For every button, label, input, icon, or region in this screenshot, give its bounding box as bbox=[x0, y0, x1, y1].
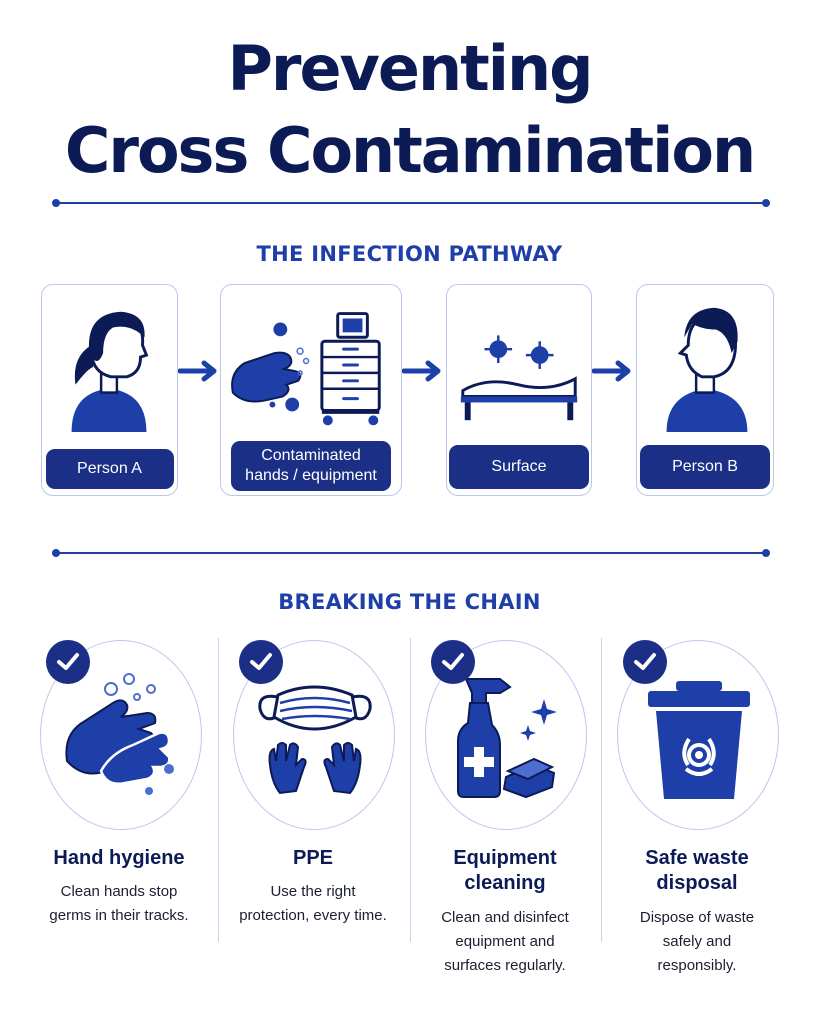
column-separator bbox=[218, 638, 219, 942]
contaminated-surface-icon bbox=[460, 335, 578, 421]
column-separator bbox=[410, 638, 411, 942]
biohazard-bin-icon bbox=[648, 681, 750, 799]
equipment-cleaning-circle bbox=[425, 640, 587, 830]
arrow-right-icon bbox=[592, 360, 631, 382]
step-label-surface: Surface bbox=[449, 445, 589, 489]
checkmark-icon bbox=[46, 640, 90, 684]
breaking-chain-heading: BREAKING THE CHAIN bbox=[278, 590, 541, 614]
step-label-contaminated: Contaminated hands / equipment bbox=[231, 441, 391, 491]
arrow-right-icon bbox=[402, 360, 441, 382]
hand-washing-icon bbox=[65, 673, 174, 795]
hand-hygiene-description: Clean hands stop germs in their tracks. bbox=[49, 883, 189, 924]
checkmark-icon bbox=[431, 640, 475, 684]
person-male-icon bbox=[666, 307, 748, 432]
pathway-step-person-a: Person A bbox=[41, 284, 178, 496]
middle-divider bbox=[52, 549, 770, 557]
spray-cleaning-icon bbox=[457, 678, 557, 799]
arrow-right-icon bbox=[178, 360, 217, 382]
mask-gloves-icon bbox=[258, 685, 372, 795]
step-label-person-a: Person A bbox=[45, 449, 174, 489]
top-divider bbox=[52, 199, 770, 207]
pathway-step-person-b: Person B bbox=[636, 284, 774, 496]
infection-pathway-heading: THE INFECTION PATHWAY bbox=[256, 242, 563, 266]
contaminated-hand-cart-icon bbox=[231, 312, 381, 426]
hand-hygiene-title: Hand hygiene bbox=[53, 847, 185, 869]
equipment-cleaning-title: Equipment cleaning bbox=[453, 847, 557, 894]
page-title-line1: Preventing bbox=[227, 32, 593, 105]
safe-waste-description: Dispose of waste safely and responsibly. bbox=[639, 909, 755, 974]
equipment-cleaning-description: Clean and disinfect equipment and surfac… bbox=[441, 909, 569, 974]
safe-waste-title: Safe waste disposal bbox=[645, 847, 749, 894]
checkmark-icon bbox=[239, 640, 283, 684]
column-separator bbox=[601, 638, 602, 942]
checkmark-icon bbox=[623, 640, 667, 684]
page-title-line2: Cross Contamination bbox=[64, 114, 756, 187]
ppe-title: PPE bbox=[292, 847, 334, 869]
person-female-icon bbox=[71, 311, 149, 432]
step-label-person-b: Person B bbox=[640, 445, 770, 489]
pathway-step-contaminated: Contaminated hands / equipment bbox=[220, 284, 402, 496]
pathway-step-surface: Surface bbox=[446, 284, 592, 496]
ppe-circle bbox=[233, 640, 395, 830]
ppe-description: Use the right protection, every time. bbox=[239, 883, 387, 924]
